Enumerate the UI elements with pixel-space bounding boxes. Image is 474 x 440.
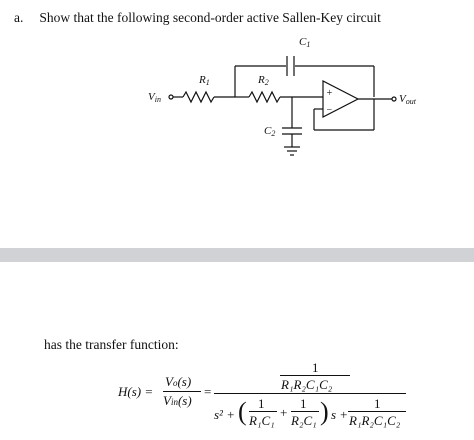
frac2-bar [291,411,319,412]
frac2-num: 1 [300,396,307,411]
big-num-bar [280,375,350,376]
sallen-key-circuit: Vin R1 R2 C1 C2 + − Vout [148,36,417,156]
r1-resistor [182,90,215,104]
ratio-denominator: Vin(s) [163,393,192,408]
frac3-bar [348,411,406,412]
s-squared: s² + [214,407,235,422]
frac2-den: R₂C₁ [291,413,317,428]
transfer-intro: has the transfer function: [44,337,179,352]
frac3-num: 1 [374,396,381,411]
question-label: a. [14,10,24,25]
frac1-bar [249,411,277,412]
s-plus: s + [331,407,349,422]
r2-label: R2 [257,74,269,87]
r1-label: R1 [198,74,210,87]
vout-terminal [391,96,397,102]
big-num-one: 1 [312,360,319,375]
vout-label: Vout [399,93,417,106]
separator-band [0,248,474,262]
op-amp [322,80,360,118]
question-text: Show that the following second-order act… [39,10,381,25]
big-num-den: R₁R₂C₁C₂ [281,377,333,392]
frac1-den: R₁C₁ [249,413,275,428]
c2-label: C2 [264,125,275,138]
right-paren: ) [320,397,329,426]
vin-label: Vin [148,91,161,104]
eq-equals: = [204,384,212,399]
frac1-num: 1 [258,396,265,411]
c1-label: C1 [299,36,310,49]
ratio-bar [163,391,201,392]
ratio-numerator: Vo(s) [165,374,192,389]
left-paren: ( [238,397,247,426]
inner-plus: + [280,405,288,420]
opamp-plus: + [326,88,333,99]
eq-lhs: H(s) = [118,384,154,399]
r2-resistor [248,90,281,104]
question-line: a. Show that the following second-order … [14,10,381,26]
opamp-minus: − [326,105,333,116]
frac3-den: R₁R₂C₁C₂ [349,413,401,428]
main-fraction-bar [214,393,406,394]
